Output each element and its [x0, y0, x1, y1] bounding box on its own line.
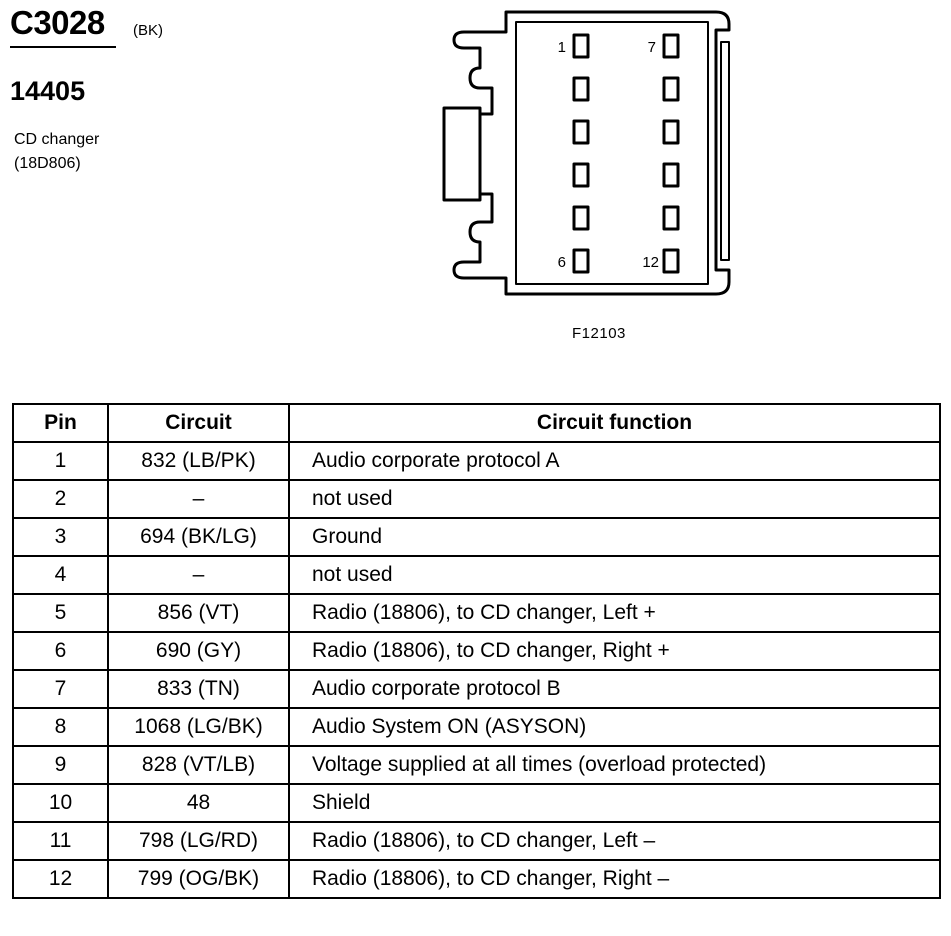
pin-cavity — [662, 119, 680, 145]
pin-cell: 9 — [12, 745, 109, 785]
circuit-cell: 833 (TN) — [107, 669, 290, 709]
connector-housing — [452, 10, 731, 296]
connector-id: C3028 — [10, 4, 105, 41]
table-row: 10 48 Shield — [12, 783, 941, 823]
table-row: 12 799 (OG/BK) Radio (18806), to CD chan… — [12, 859, 941, 899]
circuit-cell: 828 (VT/LB) — [107, 745, 290, 785]
pin-cavity — [662, 248, 680, 274]
table-row: 5 856 (VT) Radio (18806), to CD changer,… — [12, 593, 941, 633]
pin-cell: 4 — [12, 555, 109, 595]
circuit-cell: 694 (BK/LG) — [107, 517, 290, 557]
pin-cell: 5 — [12, 593, 109, 633]
pin-cavity — [662, 33, 680, 59]
pin-label: 12 — [642, 254, 659, 271]
table-row: 11 798 (LG/RD) Radio (18806), to CD chan… — [12, 821, 941, 861]
circuit-cell: 1068 (LG/BK) — [107, 707, 290, 747]
pin-cell: 1 — [12, 441, 109, 481]
table-row: 3 694 (BK/LG) Ground — [12, 517, 941, 557]
function-cell: Radio (18806), to CD changer, Left – — [288, 821, 941, 861]
function-cell: Audio corporate protocol B — [288, 669, 941, 709]
component-name: CD changer — [14, 131, 100, 148]
function-cell: Radio (18806), to CD changer, Right + — [288, 631, 941, 671]
pin-cavity — [572, 248, 590, 274]
header-pin: Pin — [12, 403, 109, 443]
header-circuit: Circuit — [107, 403, 290, 443]
pin-label: 6 — [558, 254, 566, 271]
function-cell: Radio (18806), to CD changer, Left + — [288, 593, 941, 633]
pin-cell: 3 — [12, 517, 109, 557]
pin-cell: 11 — [12, 821, 109, 861]
side-rail — [720, 41, 730, 261]
table-row: 8 1068 (LG/BK) Audio System ON (ASYSON) — [12, 707, 941, 747]
latch-block — [442, 106, 482, 202]
circuit-cell: 48 — [107, 783, 290, 823]
connector-inner-wall — [515, 21, 709, 285]
connector-id-underline — [10, 46, 116, 48]
connector-face-diagram: 1 7 6 12 — [442, 10, 731, 296]
pin-cell: 12 — [12, 859, 109, 899]
function-cell: Audio corporate protocol A — [288, 441, 941, 481]
part-number: 14405 — [10, 76, 86, 106]
pin-cavity — [572, 119, 590, 145]
function-cell: Shield — [288, 783, 941, 823]
circuit-cell: 832 (LB/PK) — [107, 441, 290, 481]
component-code: (18D806) — [14, 155, 81, 172]
circuit-cell: – — [107, 479, 290, 519]
pin-cavity — [662, 205, 680, 231]
circuit-cell: 856 (VT) — [107, 593, 290, 633]
circuit-cell: – — [107, 555, 290, 595]
table-row: 6 690 (GY) Radio (18806), to CD changer,… — [12, 631, 941, 671]
table-row: 4 – not used — [12, 555, 941, 595]
pin-label: 1 — [558, 39, 566, 56]
table-row: 2 – not used — [12, 479, 941, 519]
circuit-cell: 690 (GY) — [107, 631, 290, 671]
circuit-cell: 799 (OG/BK) — [107, 859, 290, 899]
header-circuit-function: Circuit function — [288, 403, 941, 443]
function-cell: Radio (18806), to CD changer, Right – — [288, 859, 941, 899]
table-row: 7 833 (TN) Audio corporate protocol B — [12, 669, 941, 709]
pin-cavities — [572, 33, 680, 274]
function-cell: not used — [288, 555, 941, 595]
function-cell: Ground — [288, 517, 941, 557]
pin-cavity — [662, 162, 680, 188]
table-header-row: Pin Circuit Circuit function — [12, 403, 941, 443]
pin-cavity — [572, 205, 590, 231]
pin-cavity — [662, 76, 680, 102]
pin-cavity — [572, 76, 590, 102]
pin-cell: 8 — [12, 707, 109, 747]
table-row: 1 832 (LB/PK) Audio corporate protocol A — [12, 441, 941, 481]
pin-cell: 2 — [12, 479, 109, 519]
table-row: 9 828 (VT/LB) Voltage supplied at all ti… — [12, 745, 941, 785]
pin-cell: 10 — [12, 783, 109, 823]
pin-cell: 6 — [12, 631, 109, 671]
pin-cell: 7 — [12, 669, 109, 709]
connector-color: (BK) — [133, 22, 163, 39]
function-cell: not used — [288, 479, 941, 519]
pin-cavity — [572, 162, 590, 188]
pin-cavity — [572, 33, 590, 59]
pinout-table: Pin Circuit Circuit function 1 832 (LB/P… — [12, 403, 941, 899]
circuit-cell: 798 (LG/RD) — [107, 821, 290, 861]
pin-label: 7 — [648, 39, 656, 56]
figure-id: F12103 — [572, 325, 626, 342]
function-cell: Voltage supplied at all times (overload … — [288, 745, 941, 785]
function-cell: Audio System ON (ASYSON) — [288, 707, 941, 747]
